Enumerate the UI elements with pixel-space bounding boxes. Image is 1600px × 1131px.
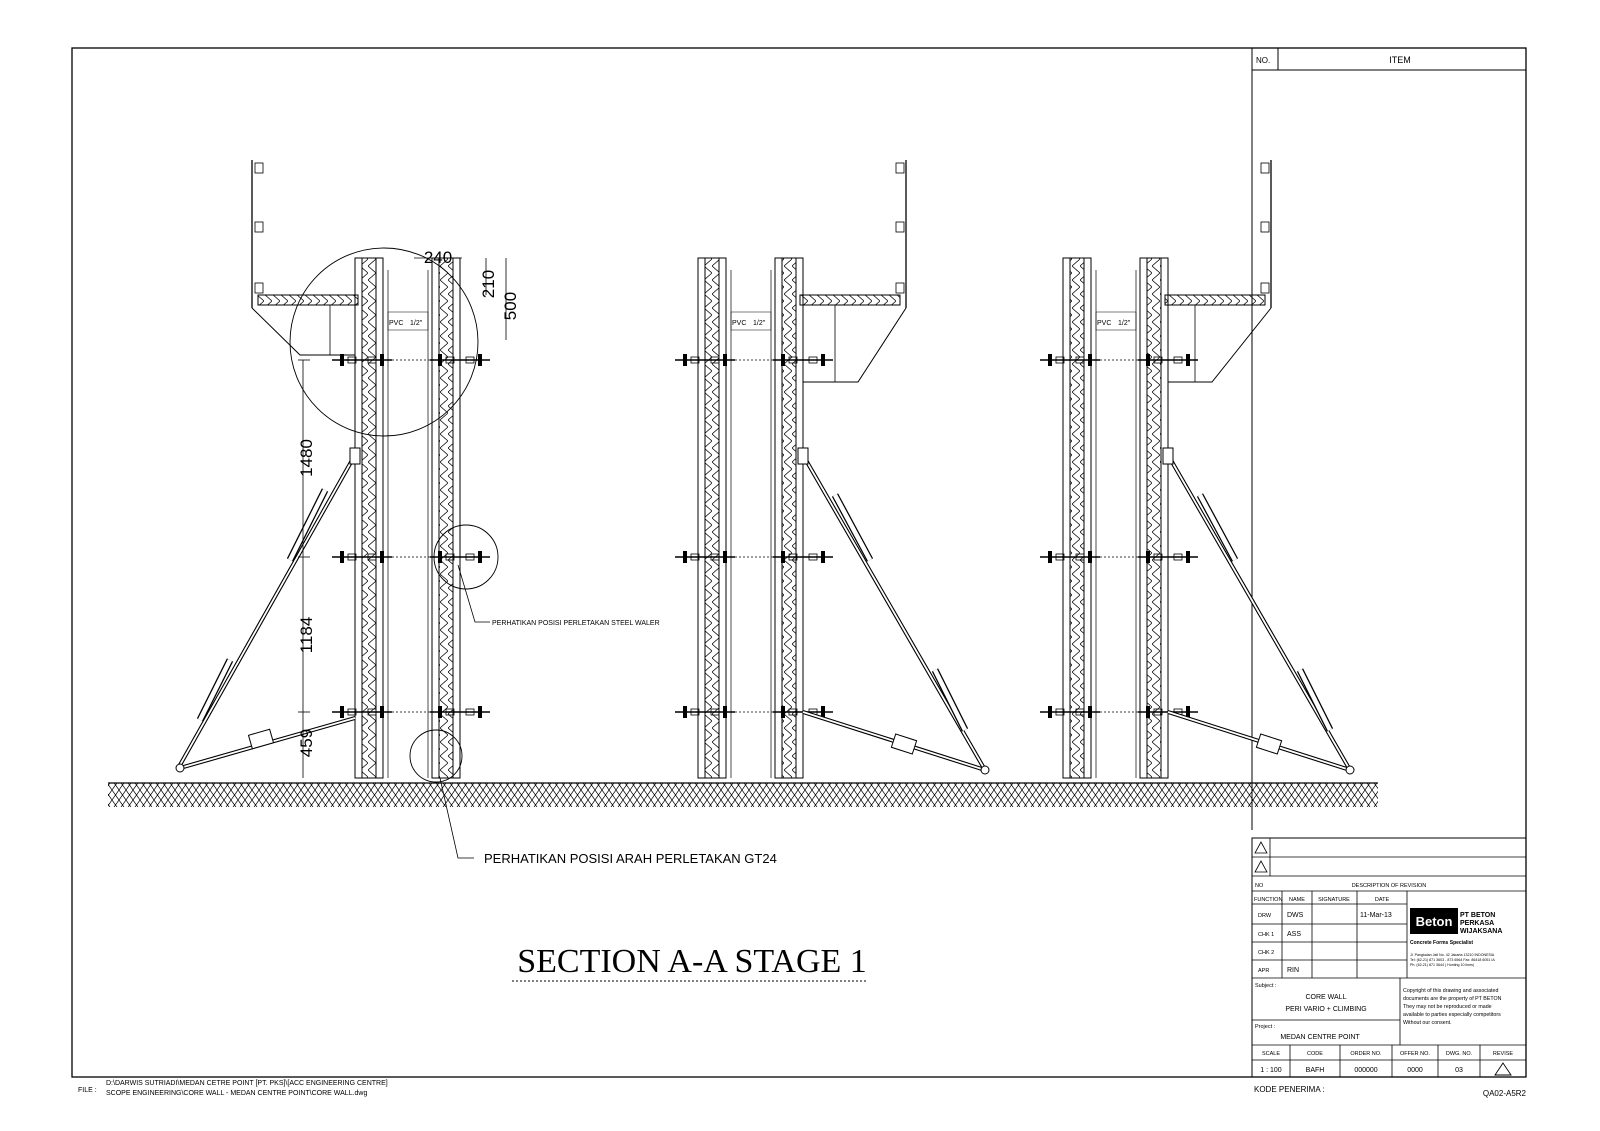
tb-offer: 0000 <box>1407 1067 1423 1074</box>
sheet-code: QA02-A5R2 <box>1483 1089 1527 1098</box>
tb-copyright-1: Copyright of this drawing and associated <box>1403 988 1498 994</box>
formwork-unit-2: PVC 1/2" <box>674 160 990 779</box>
tb-copyright-2: documents are the property of PT BETON <box>1403 996 1502 1002</box>
dim-500: 500 <box>501 292 520 320</box>
pvc-size-1: 1/2" <box>410 320 423 327</box>
company-logo <box>1410 908 1458 934</box>
formwork-unit-3: PVC 1/2" <box>1039 160 1355 779</box>
item-header-label: ITEM <box>1389 55 1411 65</box>
tb-row-function: CHK 2 <box>1258 950 1274 956</box>
pvc-label-1: PVC <box>389 320 403 327</box>
tb-row-function: CHK 1 <box>1258 932 1274 938</box>
ground-hatch <box>108 782 1378 807</box>
revision-triangle-icon <box>1254 841 1268 854</box>
tb-code-label: CODE <box>1307 1051 1323 1057</box>
dim-1480: 1480 <box>297 439 316 477</box>
tb-row-date: 11-Mar-13 <box>1360 912 1392 919</box>
drawing-frame <box>71 47 1527 1078</box>
tb-dwg: 03 <box>1455 1067 1463 1074</box>
note-steel-waler: PERHATIKAN POSISI PERLETAKAN STEEL WALER <box>457 564 660 627</box>
dimensions-unit-1: 240 210 500 1480 1184 459 <box>297 248 520 778</box>
company-name-3: WIJAKSANA <box>1460 928 1502 935</box>
note-gt24: PERHATIKAN POSISI ARAH PERLETAKAN GT24 <box>439 777 777 866</box>
dim-1184: 1184 <box>297 617 316 654</box>
tb-description-label: DESCRIPTION OF REVISION <box>1352 883 1427 889</box>
tb-offer-label: OFFER NO. <box>1400 1051 1430 1057</box>
tb-row-name: DWS <box>1287 912 1304 919</box>
tb-revise-label: REVISE <box>1493 1051 1514 1057</box>
company-name-2: PERKASA <box>1460 920 1494 927</box>
tb-date-label: DATE <box>1375 897 1390 903</box>
tb-no-label: NO <box>1255 883 1264 889</box>
dim-210: 210 <box>479 270 498 298</box>
company-name-1: PT BETON <box>1460 912 1495 919</box>
note-gt24-text: PERHATIKAN POSISI ARAH PERLETAKAN GT24 <box>484 851 777 866</box>
tb-subject-label: Subject : <box>1255 983 1277 989</box>
item-table: NO. ITEM <box>1251 47 1527 830</box>
tb-row-name: RIN <box>1287 967 1299 974</box>
dim-240: 240 <box>424 248 452 267</box>
pvc-label-2: PVC <box>732 320 746 327</box>
tb-dwg-label: DWG. NO. <box>1446 1051 1473 1057</box>
tb-order: 000000 <box>1354 1067 1377 1074</box>
revision-triangle-icon <box>1254 860 1268 873</box>
tb-copyright-5: Without our consent. <box>1403 1020 1452 1026</box>
tb-copyright-3: They may not be reproduced or made <box>1403 1004 1492 1010</box>
company-address-1: Jl. Pangkalan Jati No. 42 Jakarta 13210 … <box>1410 953 1495 957</box>
company-address-2: Tel: (62-21) 871 3603 - 873 6564 Fax: 86… <box>1410 958 1495 962</box>
tb-project-label: Project : <box>1255 1024 1276 1030</box>
tb-scale-label: SCALE <box>1262 1051 1280 1057</box>
tb-function-label: FUNCTION <box>1254 897 1282 903</box>
dim-459: 459 <box>297 729 316 757</box>
pvc-label-3: PVC <box>1097 320 1111 327</box>
file-path-line-2: SCOPE ENGINEERING\CORE WALL - MEDAN CENT… <box>106 1090 367 1097</box>
footer: FILE : D:\DARWIS SUTRIADI\MEDAN CETRE PO… <box>78 1080 1527 1098</box>
kode-penerima: KODE PENERIMA : <box>1254 1085 1325 1094</box>
tb-code: BAFH <box>1306 1067 1325 1074</box>
tb-row-function: DRW <box>1258 913 1272 919</box>
company-address-3: Ph: (62-21) 871 3644 ( Hunting 10 lines) <box>1410 963 1474 967</box>
tb-project: MEDAN CENTRE POINT <box>1280 1034 1360 1041</box>
tb-row-function: APR <box>1258 968 1269 974</box>
tb-order-label: ORDER NO. <box>1350 1051 1382 1057</box>
tb-scale: 1 : 100 <box>1260 1067 1282 1074</box>
tb-subject-2: PERI VARIO + CLIMBING <box>1285 1006 1366 1013</box>
tb-name-label: NAME <box>1289 897 1305 903</box>
revise-triangle-icon <box>1494 1062 1512 1076</box>
section-title: SECTION A-A STAGE 1 <box>517 943 867 980</box>
note-steel-waler-text: PERHATIKAN POSISI PERLETAKAN STEEL WALER <box>492 620 660 627</box>
pvc-size-3: 1/2" <box>1118 320 1131 327</box>
file-label: FILE : <box>78 1087 97 1094</box>
tb-signature-label: SIGNATURE <box>1318 897 1350 903</box>
tb-row-name: ASS <box>1287 931 1301 938</box>
title-block: NO DESCRIPTION OF REVISION FUNCTION NAME… <box>1251 837 1527 1078</box>
pvc-size-2: 1/2" <box>753 320 766 327</box>
item-no-label: NO. <box>1256 56 1270 65</box>
file-path-line-1: D:\DARWIS SUTRIADI\MEDAN CETRE POINT [PT… <box>106 1080 388 1087</box>
tb-subject-1: CORE WALL <box>1306 994 1347 1001</box>
tb-copyright-4: available to parties especially competit… <box>1403 1012 1501 1018</box>
company-tagline: Concrete Forms Specialist <box>1410 940 1473 946</box>
logo-text: Beton <box>1416 914 1453 929</box>
